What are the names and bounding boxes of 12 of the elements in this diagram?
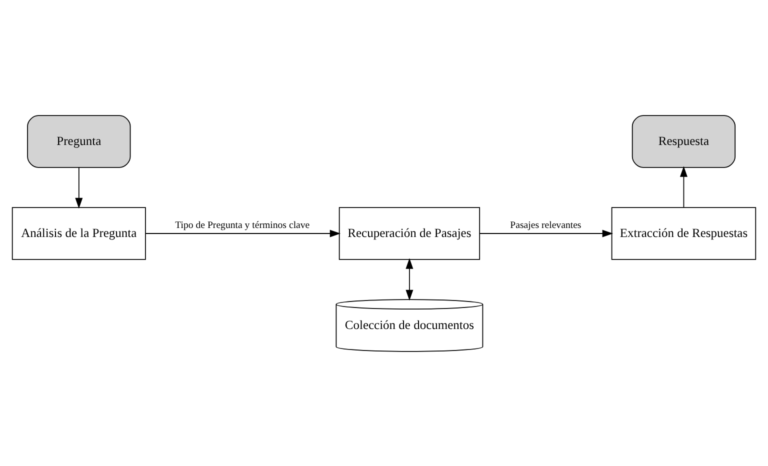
node-box: Recuperación de Pasajes	[338, 206, 480, 260]
arrow	[479, 229, 614, 237]
node-box: Extracción de Respuestas	[611, 206, 756, 260]
node-box: Análisis de la Pregunta	[12, 206, 146, 260]
edge-label: Tipo de Pregunta y términos clave	[175, 219, 310, 230]
edge-label: Pasajes relevantes	[510, 219, 582, 230]
arrow	[406, 258, 414, 300]
arrow	[680, 166, 688, 208]
arrow	[145, 229, 341, 237]
node-box: Pregunta	[27, 114, 131, 168]
node-box: Respuesta	[632, 114, 736, 168]
arrow	[75, 166, 83, 208]
